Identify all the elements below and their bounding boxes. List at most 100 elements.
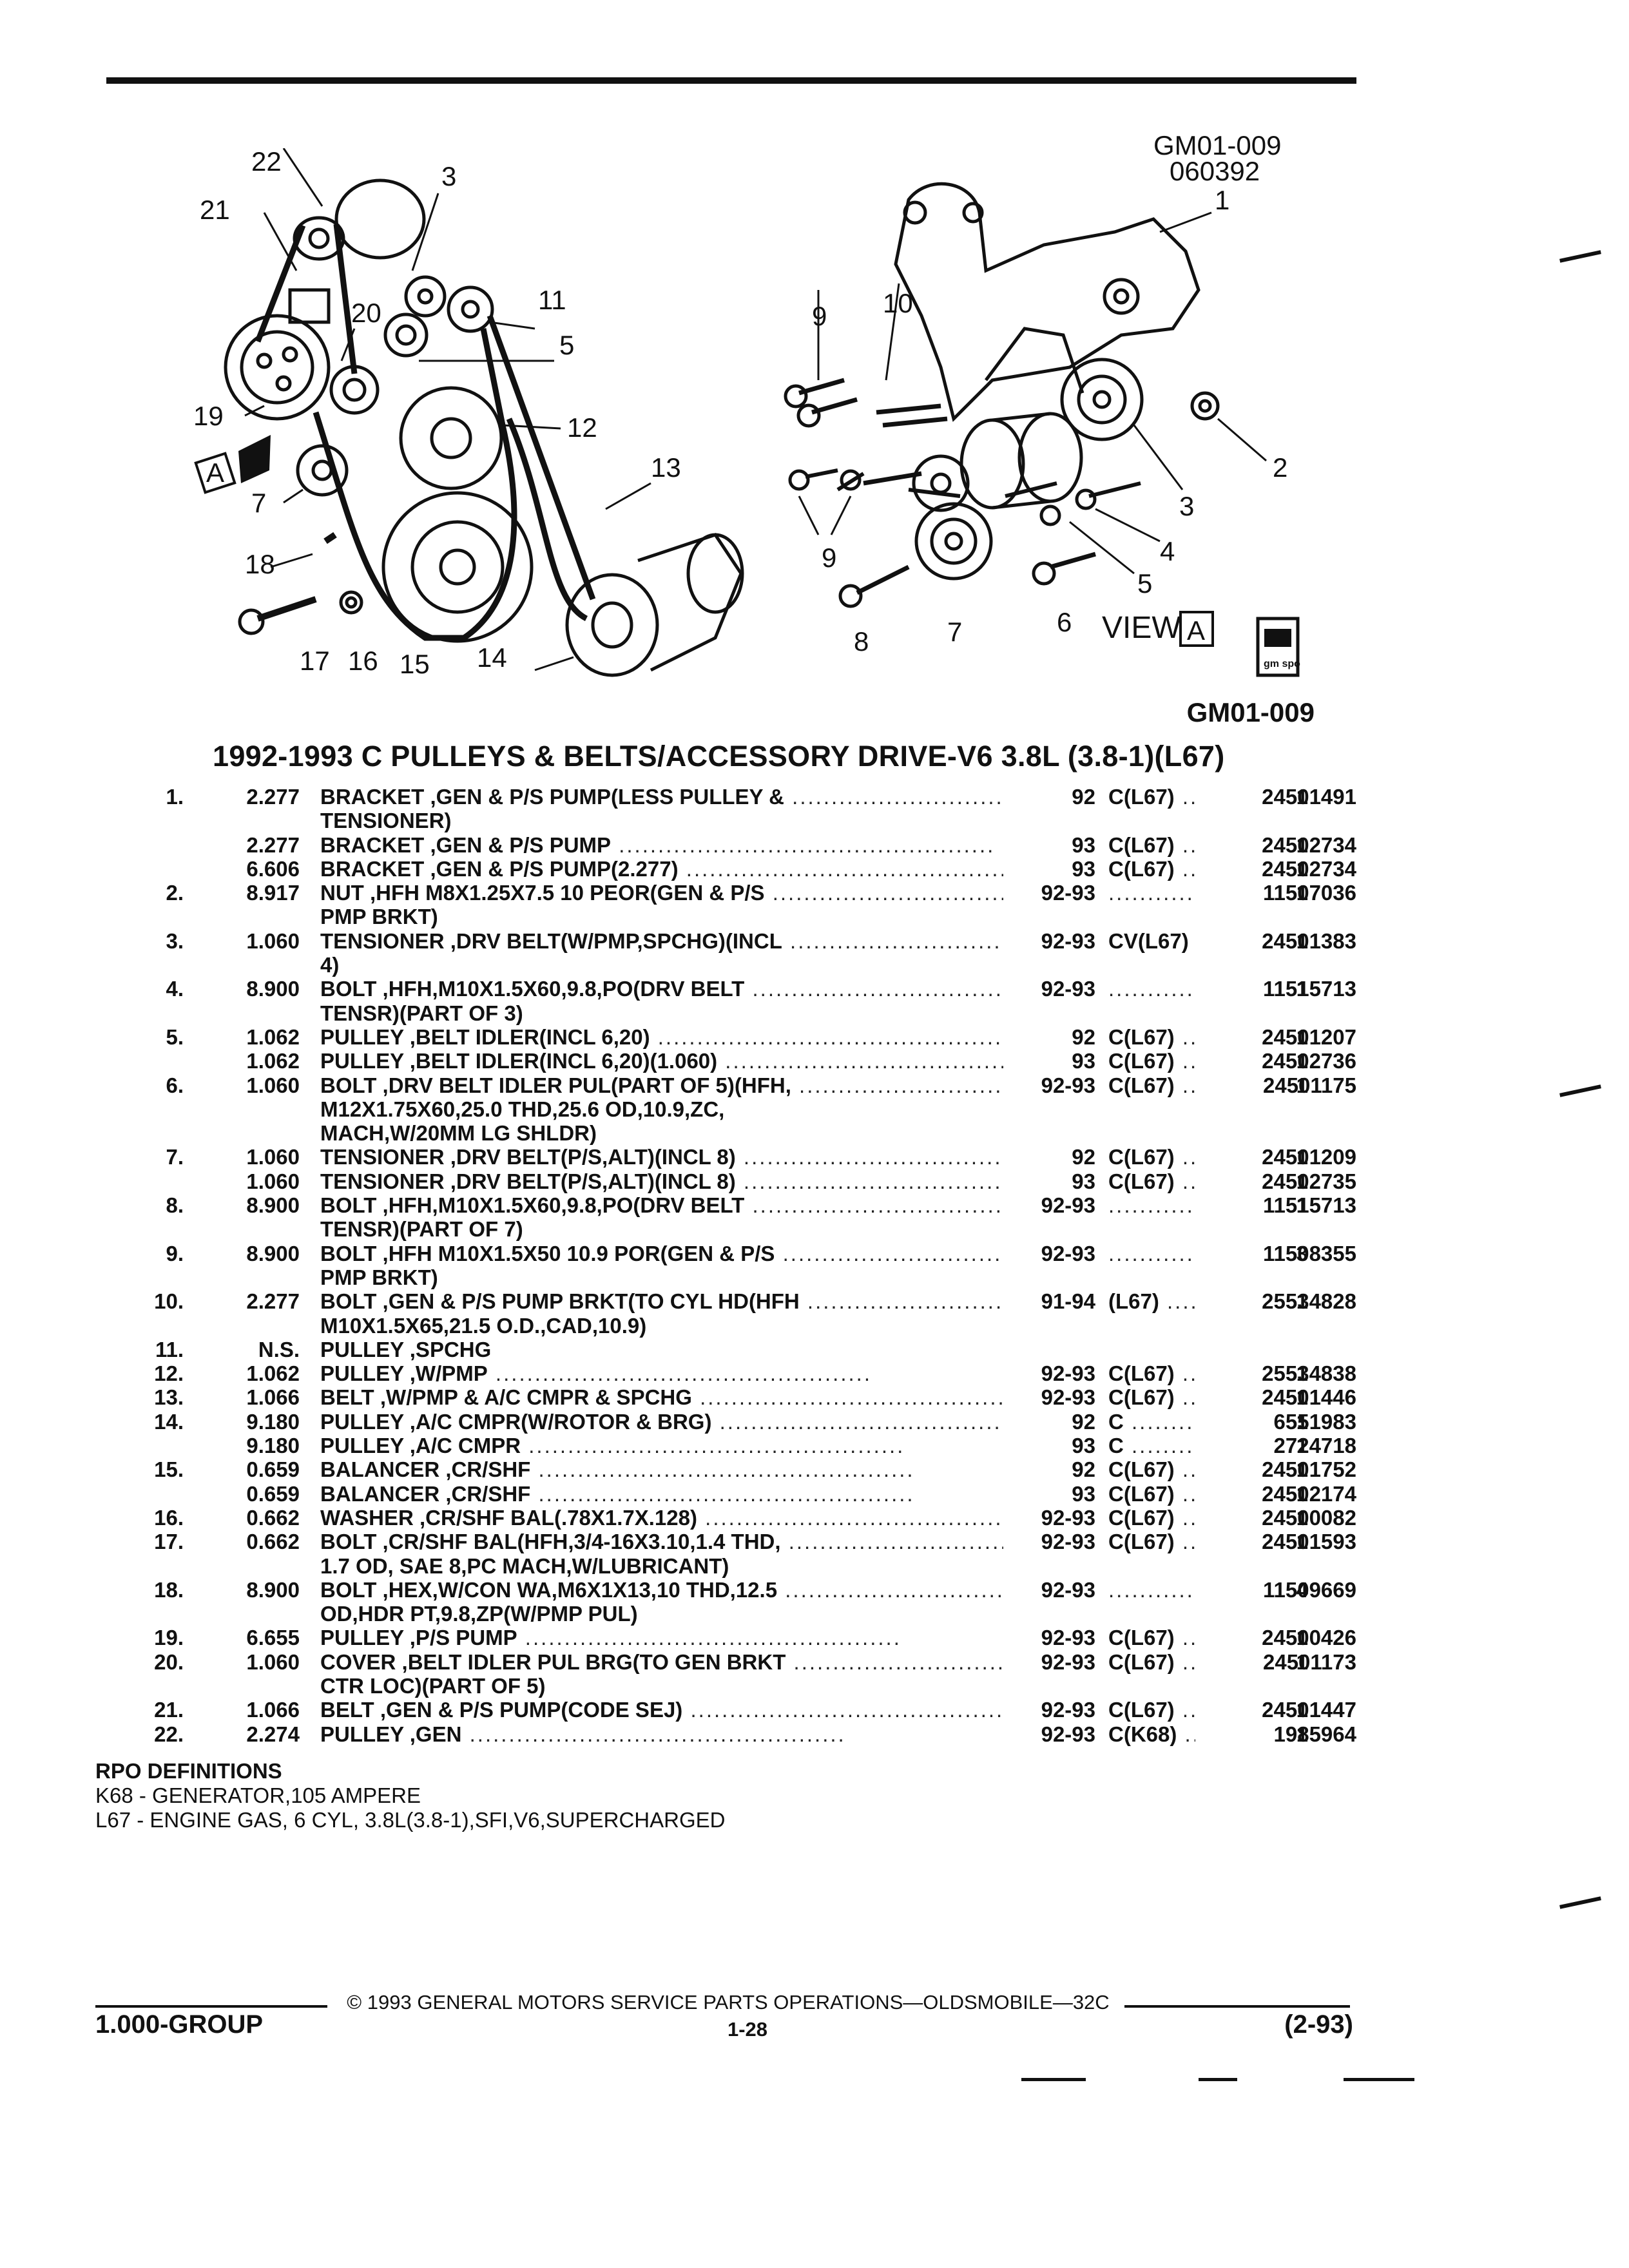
item-number: 13. <box>154 1385 184 1410</box>
group-code: 8.900 <box>246 1193 300 1218</box>
part-detail: ,GEN & P/S PUMP <box>424 832 612 857</box>
item-number: 20. <box>154 1649 184 1674</box>
model-year: 93 <box>1072 832 1095 857</box>
part-name: BOLT <box>320 1241 377 1265</box>
part-description: TENSR)(PART OF 7) <box>320 1217 1003 1241</box>
model-code: C(L67) ............... <box>1108 1025 1195 1049</box>
balancer-drawing <box>381 491 534 643</box>
quantity: 1 <box>1296 1481 1308 1506</box>
leader-dots: ........................................… <box>752 977 1004 1001</box>
leader-dots: ............... <box>1182 1457 1195 1482</box>
parts-row: OD,HDR PT,9.8,ZP(W/PMP PUL) <box>151 1602 1356 1626</box>
model-year: 92 <box>1072 1024 1095 1049</box>
part-description: TENSIONER ,DRV BELT(P/S,ALT)(INCL 8) ...… <box>320 1169 1003 1193</box>
group-code: 1.060 <box>246 928 300 953</box>
leader-dots: ............... <box>1108 977 1195 1001</box>
model-code: ............... <box>1108 1578 1195 1602</box>
parts-row: 1.7 OD, SAE 8,PC MACH,W/LUBRICANT) <box>151 1554 1356 1578</box>
view-a-arrow: A <box>194 435 271 494</box>
leader-dots: ........................................… <box>530 1457 915 1482</box>
model-text: C(L67) <box>1108 1481 1175 1506</box>
callout-18: 18 <box>245 549 275 579</box>
model-text: C(L67) <box>1108 1530 1175 1554</box>
callout-20: 20 <box>351 298 381 328</box>
quantity: 1 <box>1296 832 1308 857</box>
leader-dots: ........................................… <box>743 1169 1003 1193</box>
part-name: PULLEY <box>320 1722 404 1746</box>
model-year: 92-93 <box>1041 1241 1095 1265</box>
part-number: 24501207 <box>1262 1024 1356 1049</box>
item-number: 2. <box>166 881 184 905</box>
model-year: 92 <box>1072 785 1095 809</box>
callout-right-8: 8 <box>854 626 869 657</box>
model-code: C(L67) ............... <box>1108 1145 1195 1169</box>
part-name: WASHER <box>320 1505 414 1530</box>
group-code: 6.606 <box>246 856 300 881</box>
part-description: BOLT ,HEX,W/CON WA,M6X1X13,10 THD,12.5 .… <box>320 1578 1003 1602</box>
callout-right-6: 6 <box>1057 607 1072 637</box>
leader-dots: ........................................… <box>705 1505 1003 1530</box>
parts-row: PULLEY ,A/C CMPR .......................… <box>151 1434 1356 1457</box>
model-text: C(L67) <box>1108 1049 1175 1073</box>
group-code: 1.060 <box>246 1649 300 1674</box>
part-description: BOLT ,HFH,M10X1.5X60,9.8,PO(DRV BELT ...… <box>320 977 1003 1001</box>
gm-spo-logo: gm spo <box>1256 617 1300 677</box>
model-code: ............... <box>1108 1242 1195 1265</box>
part-description: WASHER ,CR/SHF BAL(.78X1.7X.128) .......… <box>320 1506 1003 1530</box>
group-code: 1.060 <box>246 1073 300 1097</box>
model-year: 92 <box>1072 1457 1095 1482</box>
model-year: 92-93 <box>1041 1385 1095 1410</box>
parts-row: BRACKET ,GEN & P/S PUMP(2.277) .........… <box>151 857 1356 881</box>
callout-13: 13 <box>651 452 681 483</box>
leader-dots: ............... <box>1108 881 1195 905</box>
group-code: 2.277 <box>246 832 300 857</box>
part-detail: TENSR)(PART OF 3) <box>320 1001 523 1025</box>
model-code: C(L67) ............... <box>1108 1073 1195 1097</box>
part-name: BALANCER <box>320 1481 440 1506</box>
quantity: 1 <box>1296 856 1308 881</box>
model-text: C(L67) <box>1108 1505 1175 1530</box>
leader-dots: ........................................… <box>487 1361 872 1386</box>
parts-row: BOLT ,HFH,M10X1.5X60,9.8,PO(DRV BELT ...… <box>151 1193 1356 1217</box>
group-code: 2.277 <box>246 1289 300 1314</box>
part-number: 24501209 <box>1262 1145 1356 1169</box>
group-code: 0.662 <box>246 1505 300 1530</box>
leader-dots: ............... <box>1182 1649 1195 1674</box>
leader-dots: ............... <box>1182 1530 1195 1554</box>
part-description: NUT ,HFH M8X1.25X7.5 10 PEOR(GEN & P/S .… <box>320 881 1003 905</box>
model-year: 92-93 <box>1041 928 1095 953</box>
parts-row: TENSIONER ,DRV BELT(P/S,ALT)(INCL 8) ...… <box>151 1145 1356 1169</box>
part-description: BRACKET ,GEN & P/S PUMP(LESS PULLEY & ..… <box>320 785 1003 809</box>
leader-dots: ............... <box>1182 1169 1195 1193</box>
part-detail: ,P/S PUMP <box>403 1626 517 1650</box>
model-year: 92-93 <box>1041 1505 1095 1530</box>
parts-row: BOLT ,HFH M10X1.5X50 10.9 POR(GEN & P/S … <box>151 1242 1356 1265</box>
model-text: C(L67) <box>1108 1361 1175 1386</box>
part-number: 24501173 <box>1262 1649 1356 1674</box>
parts-row: BOLT ,HFH,M10X1.5X60,9.8,PO(DRV BELT ...… <box>151 977 1356 1001</box>
part-detail: ,DRV BELT(P/S,ALT)(INCL 8) <box>444 1169 736 1193</box>
rpo-k68: K68 - GENERATOR,105 AMPERE <box>95 1783 421 1807</box>
part-number: 24502174 <box>1262 1481 1356 1506</box>
part-number: 24500426 <box>1262 1626 1356 1650</box>
model-year: 92 <box>1072 1409 1095 1434</box>
item-number: 21. <box>154 1698 184 1722</box>
tensioner-3-drawing <box>1060 358 1144 441</box>
quantity: 1 <box>1296 1530 1308 1554</box>
model-text: C(L67) <box>1108 1457 1175 1482</box>
footer-rule-right <box>1124 2005 1350 2008</box>
part-detail: ,CR/SHF <box>439 1481 531 1506</box>
part-name: COVER <box>320 1649 396 1674</box>
part-description: PULLEY ,BELT IDLER(INCL 6,20)(1.060) ...… <box>320 1049 1003 1073</box>
quantity: 1 <box>1296 1145 1308 1169</box>
group-code: 0.659 <box>246 1481 300 1506</box>
leader-dots: ............... <box>1108 1193 1195 1218</box>
parts-row: PULLEY ,GEN ............................… <box>151 1722 1356 1746</box>
quantity: 1 <box>1296 1289 1308 1314</box>
part-number: 24501447 <box>1262 1698 1356 1722</box>
model-year: 91-94 <box>1041 1289 1095 1314</box>
model-year: 93 <box>1072 1169 1095 1193</box>
callout-17: 17 <box>300 646 330 676</box>
leader-dots: ............... <box>1182 1145 1195 1169</box>
part-number: 24502736 <box>1262 1049 1356 1073</box>
